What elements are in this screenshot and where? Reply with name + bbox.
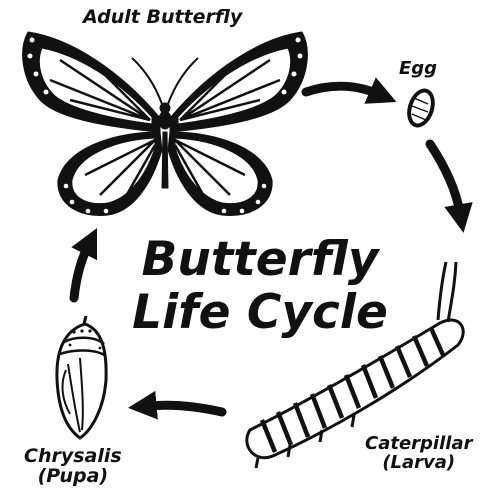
diagram-title-line1: Butterfly xyxy=(141,232,379,287)
cycle-arrow-icon xyxy=(425,139,473,233)
chrysalis-label: Chrysalis (Pupa) xyxy=(24,445,122,487)
adult-butterfly-label: Adult Butterfly xyxy=(83,6,243,28)
diagram-title-line2: Life Cycle xyxy=(132,285,388,340)
caterpillar-icon xyxy=(245,261,465,469)
cycle-arrow-icon xyxy=(69,227,98,303)
chrysalis-label-line2: (Pupa) xyxy=(37,464,109,487)
chrysalis-label-line1: Chrysalis xyxy=(24,445,122,467)
cycle-arrow-icon xyxy=(301,77,397,104)
egg-icon xyxy=(407,88,435,128)
caterpillar-label-line2: (Larva) xyxy=(382,451,456,473)
caterpillar-label: Caterpillar (Larva) xyxy=(365,433,473,473)
egg-label: Egg xyxy=(399,58,438,79)
cycle-arrows xyxy=(69,77,473,420)
chrysalis-icon xyxy=(55,315,108,440)
caterpillar-label-line1: Caterpillar xyxy=(365,433,473,454)
cycle-arrow-icon xyxy=(127,390,227,420)
butterfly-icon xyxy=(22,31,308,216)
